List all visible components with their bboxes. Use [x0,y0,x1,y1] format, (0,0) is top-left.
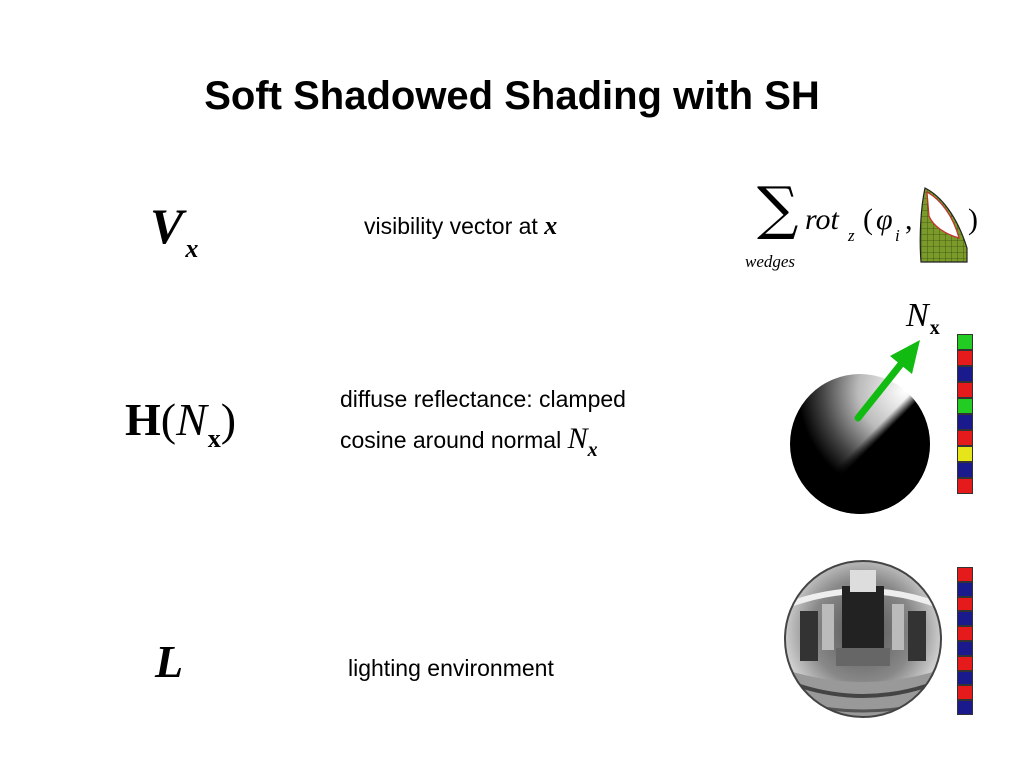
coefficient-cell [957,611,973,627]
coefficient-cell [957,655,973,671]
coefficient-cell [957,685,973,701]
reflectance-symbol-sub: x [207,424,221,453]
phi-symbol: φ [876,203,893,236]
reflectance-description: diffuse reflectance: clamped cosine arou… [340,379,626,462]
rot-subscript: z [848,226,855,245]
lighting-description: lighting environment [348,655,554,681]
coefficient-cell [957,700,973,715]
lighting-coefficient-bar [957,567,973,715]
coefficient-cell [957,596,973,612]
coefficient-cell [957,446,973,462]
reflectance-description-line1: diffuse reflectance: clamped [340,386,626,412]
coefficient-cell [957,567,973,582]
lighting-symbol: L [155,636,184,687]
normal-label-sub: x [929,317,940,339]
coefficient-cell [957,641,973,656]
reflectance-symbol-open: ( [160,394,177,445]
coefficient-cell [957,334,973,350]
coefficient-cell [957,581,973,597]
reflectance-sphere-shadow [790,374,930,514]
coefficient-cell [957,382,973,398]
normal-label-main: N [906,297,929,334]
reflectance-symbol-main: H [125,394,161,445]
formula-comma: , [905,203,913,236]
visibility-symbol-sub: x [185,234,199,263]
reflectance-symbol-close: ) [220,394,237,445]
normal-arrow [854,350,913,422]
lighting-environment-sphere [784,560,942,718]
formula-close-paren: ) [968,203,978,236]
rot-function: rot [805,203,839,236]
coefficient-cell [957,626,973,641]
reflectance-description-line2-text: cosine around normal [340,427,568,453]
formula-open-paren: ( [863,203,873,236]
normal-arrow-head [890,340,920,374]
wedge-icon [919,187,968,263]
coefficient-cell [957,430,973,446]
coefficient-cell [957,366,973,382]
reflectance-description-var: N [567,422,588,455]
reflectance-description-var-sub: x [587,439,598,461]
visibility-symbol: Vx [150,196,198,265]
visibility-symbol-main: V [150,198,184,254]
visibility-description: visibility vector at x [364,206,557,246]
reflectance-symbol: H(Nx) [125,392,236,455]
visibility-description-text: visibility vector at [364,213,545,239]
coefficient-cell [957,350,973,366]
sum-under-label: wedges [745,252,796,271]
coefficient-cell [957,462,973,478]
reflectance-coefficient-bar [957,334,973,494]
normal-label: Nx [906,296,940,340]
coefficient-cell [957,478,973,494]
cosine-lobe-sphere [790,340,930,514]
reflectance-symbol-var: N [176,394,207,445]
phi-subscript: i [895,226,900,245]
coefficient-cell [957,414,973,430]
sum-symbol: ∑ [757,174,799,242]
visibility-description-var: x [544,211,558,240]
reflectance-description-line2: cosine around normal Nx [340,419,626,462]
wedge-sum-formula: ∑ wedges rot z ( φ i , ) [745,178,985,278]
slide-title: Soft Shadowed Shading with SH [204,74,820,118]
coefficient-cell [957,398,973,414]
coefficient-cell [957,670,973,686]
